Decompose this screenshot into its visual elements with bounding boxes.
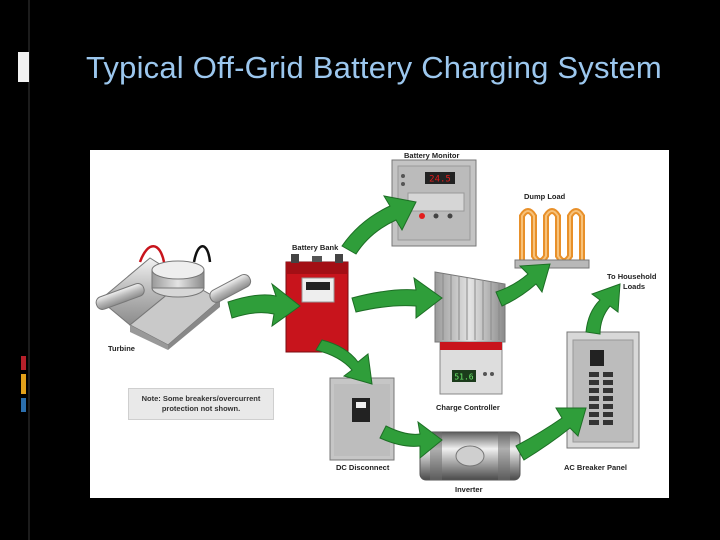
accent-bar-blue [21, 398, 26, 412]
arrow-battery-to-monitor [341, 195, 417, 255]
label-dc-disconnect: DC Disconnect [336, 463, 390, 472]
label-inverter: Inverter [455, 485, 483, 494]
label-turbine: Turbine [108, 344, 135, 353]
accent-bar-red [21, 356, 26, 370]
note-line-1: Note: Some breakers/overcurrent [141, 394, 261, 403]
label-dump-load: Dump Load [524, 192, 566, 201]
label-battery-monitor: Battery Monitor [404, 151, 460, 160]
arrow-turbine-to-battery [227, 282, 301, 328]
label-charge-controller: Charge Controller [436, 403, 500, 412]
arrow-panel-to-loads [585, 283, 621, 335]
diagram-artwork: 24.5 [95, 159, 640, 481]
controller-readout: 51.6 [454, 373, 473, 382]
slide-title: Typical Off-Grid Battery Charging System [86, 50, 662, 85]
arrow-disconnect-to-inverter [379, 420, 443, 460]
system-diagram: 24.5 [90, 150, 669, 498]
turbine-device [95, 245, 252, 350]
dc-disconnect-device [329, 377, 395, 461]
left-border-line [28, 0, 30, 540]
label-to-household-line2: Loads [623, 282, 646, 291]
note-line-2: protection not shown. [161, 404, 241, 413]
dump-load-device [514, 208, 590, 269]
label-to-household-line1: To Household [607, 272, 657, 281]
battery-bank-device [285, 254, 349, 353]
arrow-battery-to-disconnect [315, 339, 373, 385]
arrow-controller-to-dumpload [495, 263, 551, 307]
monitor-readout: 24.5 [429, 175, 451, 185]
charge-controller-device: 51.6 [434, 271, 506, 395]
label-battery-bank: Battery Bank [292, 243, 339, 252]
arrow-battery-to-controller [351, 276, 443, 320]
title-bullet-marker [18, 52, 29, 82]
accent-bar-amber [21, 374, 26, 394]
note-box: Note: Some breakers/overcurrent protecti… [128, 388, 274, 420]
label-ac-breaker-panel: AC Breaker Panel [564, 463, 627, 472]
arrow-inverter-to-panel [515, 407, 587, 461]
